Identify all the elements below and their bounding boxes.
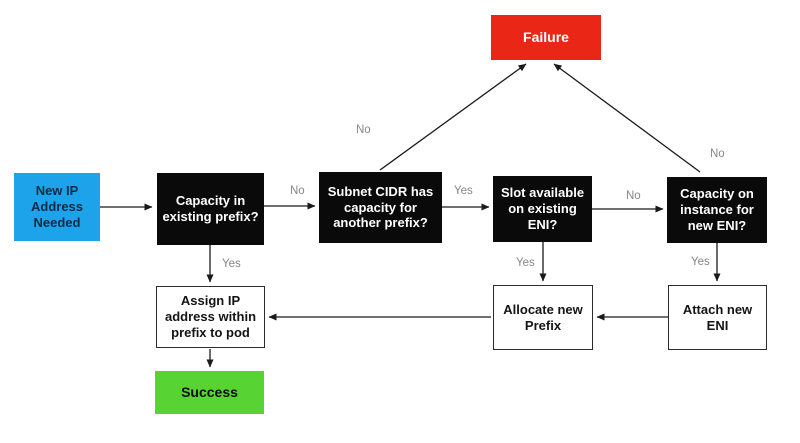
- node-failure: Failure: [491, 15, 601, 60]
- node-new-ip-needed: New IP Address Needed: [14, 173, 100, 241]
- node-capacity-instance-new-eni: Capacity on instance for new ENI?: [667, 177, 767, 243]
- edge-label-yes-capacityprefix-assignip: Yes: [222, 258, 241, 270]
- edge-label-yes-subnetcidr-sloteni: Yes: [454, 185, 473, 197]
- edge-label-no-sloteni-capacityinstance: No: [626, 190, 641, 202]
- edge-label-no-capacityprefix-subnetcidr: No: [290, 185, 305, 197]
- node-slot-available-eni: Slot available on existing ENI?: [493, 176, 592, 242]
- edge-label-no-capacityinstance-failure: No: [710, 148, 725, 160]
- node-success: Success: [155, 371, 264, 414]
- node-assign-ip-to-pod: Assign IP address within prefix to pod: [156, 286, 265, 348]
- edge-label-yes-capacityinstance-attacheni: Yes: [691, 256, 710, 268]
- node-capacity-existing-prefix: Capacity in existing prefix?: [157, 173, 264, 245]
- arrow-capacityinstance-to-failure: [553, 63, 701, 173]
- node-allocate-new-prefix: Allocate new Prefix: [493, 285, 593, 350]
- node-attach-new-eni: Attach new ENI: [668, 285, 767, 350]
- arrow-subnetcidr-to-failure: [379, 63, 527, 171]
- edge-label-yes-sloteni-allocateprefix: Yes: [516, 257, 535, 269]
- node-subnet-cidr-capacity: Subnet CIDR has capacity for another pre…: [319, 172, 442, 243]
- edge-label-no-subnetcidr-failure: No: [356, 124, 371, 136]
